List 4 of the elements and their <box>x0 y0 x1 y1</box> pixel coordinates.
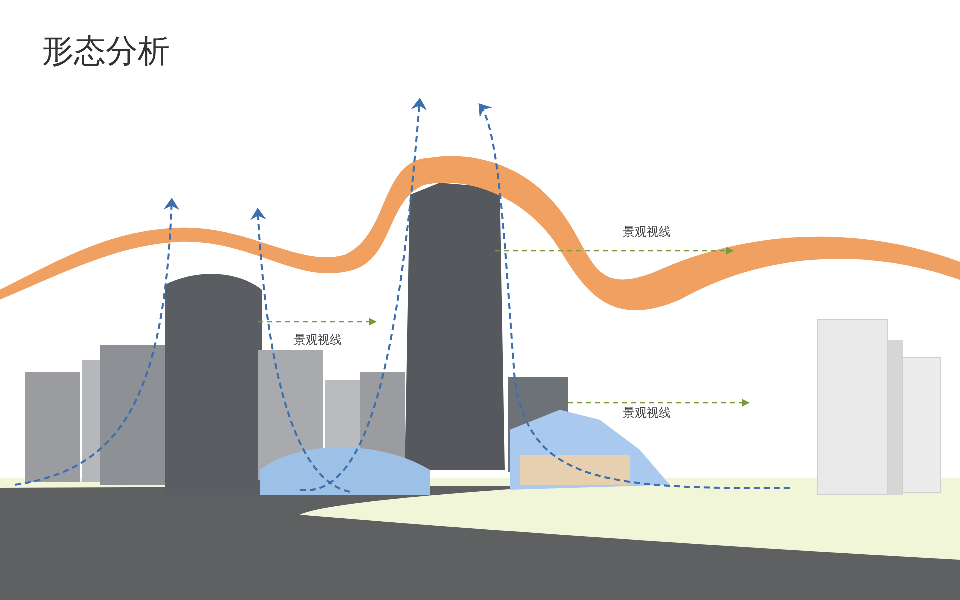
page-title: 形态分析 <box>42 31 170 72</box>
sight-line-label: 景观视线 <box>294 332 342 349</box>
sight-line-label: 景观视线 <box>623 405 671 422</box>
sight-line-label: 景观视线 <box>623 224 671 241</box>
